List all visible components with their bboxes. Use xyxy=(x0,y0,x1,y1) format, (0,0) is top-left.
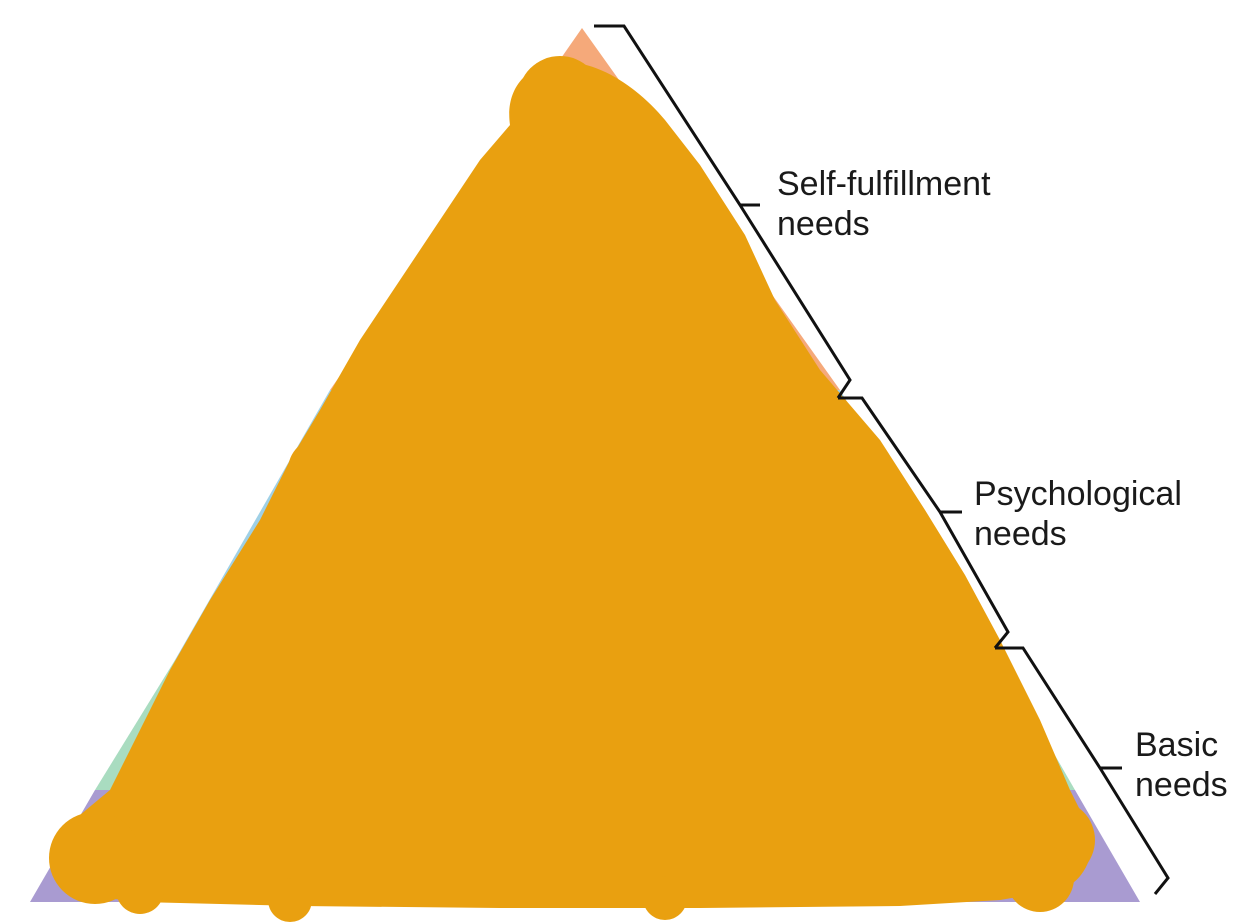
bracket-self-fulfillment xyxy=(594,24,852,399)
self-fulfillment-needs-label: Self-fulfillment needs xyxy=(777,164,991,244)
basic-line1: Basic xyxy=(1135,726,1219,764)
psychological-needs-label: Psychological needs xyxy=(974,474,1182,554)
self-fulfillment-line2: needs xyxy=(777,205,870,243)
self-fulfillment-line1: Self-fulfillment xyxy=(777,165,991,203)
basic-needs-label: Basic needs xyxy=(1135,725,1228,805)
basic-line2: needs xyxy=(1135,766,1228,804)
bracket-psychological xyxy=(838,396,1010,649)
level-brackets xyxy=(594,24,1170,895)
psychological-line1: Psychological xyxy=(974,475,1182,513)
bracket-basic xyxy=(995,646,1170,895)
orange-scribble-overlay xyxy=(49,56,1095,922)
psychological-line2: needs xyxy=(974,515,1067,553)
